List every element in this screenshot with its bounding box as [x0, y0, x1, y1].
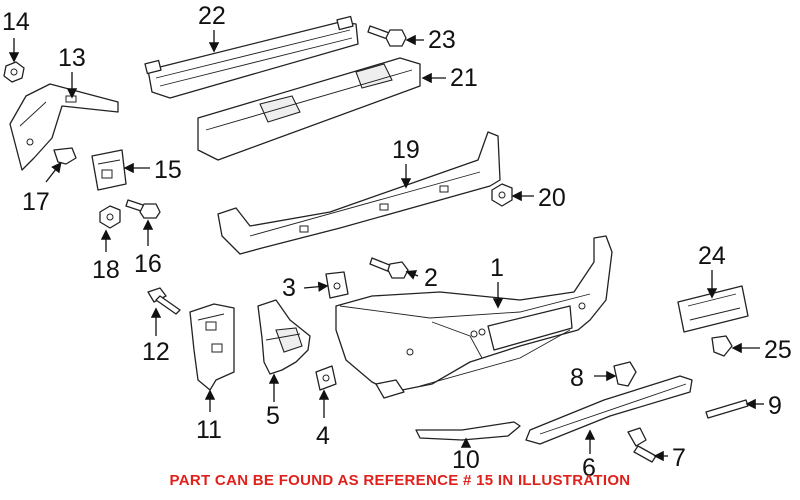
callout-9: 9	[768, 392, 782, 420]
bolt-7-part	[627, 427, 657, 463]
callout-14: 14	[2, 8, 30, 36]
clip-3-part	[325, 271, 349, 299]
callout-21: 21	[450, 64, 478, 92]
bolt-2-part	[369, 257, 409, 279]
callout-13: 13	[58, 44, 86, 72]
callout-11: 11	[196, 416, 222, 444]
callout-4: 4	[316, 422, 330, 450]
guide-15-part	[91, 149, 127, 191]
callout-2: 2	[424, 264, 438, 292]
nut-18-part	[99, 205, 121, 229]
rear-bracket-11-part	[189, 303, 235, 391]
callout-numbers: 14 13 22 23 21 15 19 20 17 18 16 1 2 3 1…	[2, 2, 792, 482]
bumper-cover-part	[335, 235, 613, 399]
molding-9-part	[705, 399, 749, 419]
nut-14-part	[3, 61, 25, 83]
callout-20: 20	[538, 184, 566, 212]
callout-12: 12	[142, 338, 170, 366]
callout-6: 6	[582, 454, 596, 482]
callout-15: 15	[154, 156, 182, 184]
callout-8: 8	[570, 364, 584, 392]
callout-16: 16	[134, 250, 162, 278]
callout-18: 18	[92, 256, 120, 284]
clip-8-part	[613, 361, 637, 387]
mount-bracket-13-part	[9, 83, 119, 171]
callout-24: 24	[698, 242, 726, 270]
callout-7: 7	[672, 444, 686, 472]
callout-19: 19	[392, 136, 420, 164]
callout-22: 22	[198, 2, 226, 30]
reference-note: PART CAN BE FOUND AS REFERENCE # 15 IN I…	[169, 472, 631, 489]
callout-3: 3	[282, 274, 296, 302]
callout-23: 23	[428, 26, 456, 54]
callout-17: 17	[22, 188, 50, 216]
grommet-25-part	[711, 335, 733, 357]
bumper-support-part	[217, 131, 501, 255]
callout-5: 5	[266, 402, 280, 430]
energy-absorber-part	[197, 57, 421, 161]
plug-17-part	[53, 147, 77, 165]
diffuser-molding-6-part	[525, 375, 693, 445]
callout-25: 25	[764, 336, 792, 364]
reinforcement-beam-part	[144, 15, 359, 99]
reflector-trim-10-part	[415, 421, 521, 441]
leader-lines	[8, 30, 764, 462]
callout-1: 1	[490, 254, 504, 282]
plate-bracket-24-part	[677, 285, 749, 333]
bolt-16-part	[125, 199, 161, 219]
callout-10: 10	[452, 446, 480, 474]
nut-20-part	[491, 183, 513, 207]
bolt-12-part	[147, 287, 181, 315]
bolt-23-part	[367, 25, 407, 47]
side-bracket-5-part	[257, 299, 311, 375]
retainer-4-part	[315, 365, 337, 391]
